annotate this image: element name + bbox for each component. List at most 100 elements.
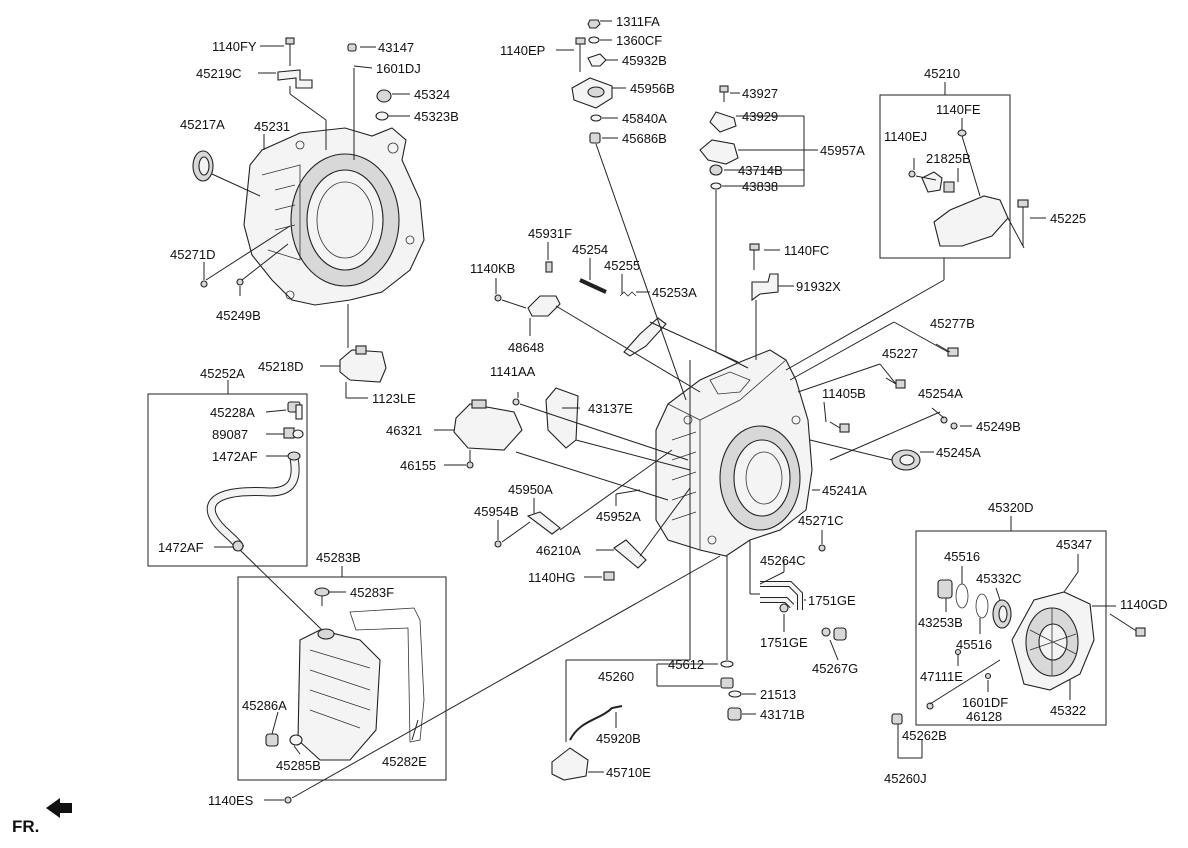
shaft-45254: [579, 278, 607, 294]
label-45225: 45225: [1050, 211, 1086, 226]
label-45245A: 45245A: [936, 445, 981, 460]
label-45710E: 45710E: [606, 765, 651, 780]
bolt-1140ES: [284, 796, 292, 804]
label-1601DF: 1601DF: [962, 695, 1008, 710]
wire-45920B: [569, 705, 623, 741]
label-21513: 21513: [760, 687, 796, 702]
label-45286A: 45286A: [242, 698, 287, 713]
label-45264C: 45264C: [760, 553, 806, 568]
label-45840A: 45840A: [622, 111, 667, 126]
clamp-1472AF-bottom: [232, 540, 244, 552]
label-45210: 45210: [924, 66, 960, 81]
plate-45950A: [526, 511, 561, 535]
label-45277B: 45277B: [930, 316, 975, 331]
seal-45686B: [589, 132, 601, 144]
pin-45249B-right: [950, 422, 958, 430]
label-45254: 45254: [572, 242, 608, 257]
label-45920B: 45920B: [596, 731, 641, 746]
label-1140ES: 1140ES: [208, 793, 254, 808]
label-45262B: 45262B: [902, 728, 947, 743]
washer-43838: [710, 182, 722, 190]
label-1360CF: 1360CF: [616, 33, 662, 48]
converter-housing-45231: [243, 127, 425, 306]
label-45950A: 45950A: [508, 482, 553, 497]
label-1123LE: 1123LE: [372, 391, 416, 406]
fitting-45228A: [287, 401, 303, 420]
label-45932B: 45932B: [622, 53, 667, 68]
washer-21513: [728, 690, 742, 698]
seal-1751GE-a: [779, 603, 789, 613]
bolt-45271D: [200, 280, 208, 288]
spring-45255: [619, 291, 637, 297]
label-1140KB: 1140KB: [470, 261, 515, 276]
label-1140EP: 1140EP: [500, 43, 545, 58]
label-45322: 45322: [1050, 703, 1086, 718]
lever-46210A: [613, 539, 647, 569]
label-45254A: 45254A: [918, 386, 963, 401]
pin-1601DF: [984, 672, 992, 680]
label-45282E: 45282E: [382, 754, 427, 769]
label-45285B: 45285B: [276, 758, 321, 773]
label-45249B-left: 45249B: [216, 308, 261, 323]
label-45231: 45231: [254, 119, 290, 134]
label-45260: 45260: [598, 669, 634, 684]
label-45516-top: 45516: [944, 549, 980, 564]
label-45957A: 45957A: [820, 143, 865, 158]
label-43714B: 43714B: [738, 163, 783, 178]
label-45227: 45227: [882, 346, 918, 361]
label-1311FA: 1311FA: [616, 14, 660, 29]
bolt-1140FE: [957, 129, 967, 137]
bracket-45219C: [277, 69, 313, 89]
label-45283B: 45283B: [316, 550, 361, 565]
lever-45932B: [587, 53, 607, 67]
bolt-1141AA: [512, 398, 520, 406]
plug-45260: [720, 677, 734, 689]
oring-45516-a: [955, 583, 969, 609]
oring-45516-b: [975, 593, 989, 619]
label-45332C: 45332C: [976, 571, 1022, 586]
front-arrow-icon: [46, 798, 72, 818]
oil-pan-45283B: [297, 607, 425, 761]
bracket-45957A: [699, 139, 739, 165]
label-21825B: 21825B: [926, 151, 971, 166]
label-45255: 45255: [604, 258, 640, 273]
label-43171B: 43171B: [760, 707, 805, 722]
label-45347: 45347: [1056, 537, 1092, 552]
label-43927: 43927: [742, 86, 778, 101]
label-1140FY: 1140FY: [212, 39, 257, 54]
plug-45262B: [891, 713, 903, 725]
washer-1360CF: [588, 36, 600, 44]
plug-45267G: [833, 627, 847, 641]
nut-43714B: [709, 164, 723, 176]
label-45260J: 45260J: [884, 771, 927, 786]
leader-lines: [203, 20, 1116, 801]
bolt-43927: [719, 85, 729, 102]
label-89087: 89087: [212, 427, 248, 442]
bolt-1140EJ: [908, 170, 916, 178]
label-45954B: 45954B: [474, 504, 519, 519]
label-43147: 43147: [378, 40, 414, 55]
label-43253B: 43253B: [918, 615, 963, 630]
label-1751GE-b: 1751GE: [760, 635, 808, 650]
bolt-45271C: [818, 544, 826, 552]
part-labels: 1140FY 43147 45219C 1601DJ 45324 45323B …: [158, 14, 1167, 808]
label-46321: 46321: [386, 423, 422, 438]
label-45267G: 45267G: [812, 661, 858, 676]
label-45931F: 45931F: [528, 226, 572, 241]
label-45218D: 45218D: [258, 359, 304, 374]
bearing-43253B: [937, 579, 953, 599]
label-46210A: 46210A: [536, 543, 581, 558]
label-45252A: 45252A: [200, 366, 245, 381]
lever-45253A: [623, 317, 667, 357]
front-label: FR.: [12, 817, 39, 836]
oil-seal-45217A: [192, 150, 214, 182]
label-45283F: 45283F: [350, 585, 394, 600]
label-1140GD: 1140GD: [1120, 597, 1167, 612]
label-46155: 46155: [400, 458, 436, 473]
label-1472AF-top: 1472AF: [212, 449, 258, 464]
label-48648: 48648: [508, 340, 544, 355]
label-11405B: 11405B: [822, 386, 866, 401]
label-1140EJ: 1140EJ: [884, 129, 927, 144]
label-91932X: 91932X: [796, 279, 841, 294]
pipe-45264C: [760, 581, 803, 610]
